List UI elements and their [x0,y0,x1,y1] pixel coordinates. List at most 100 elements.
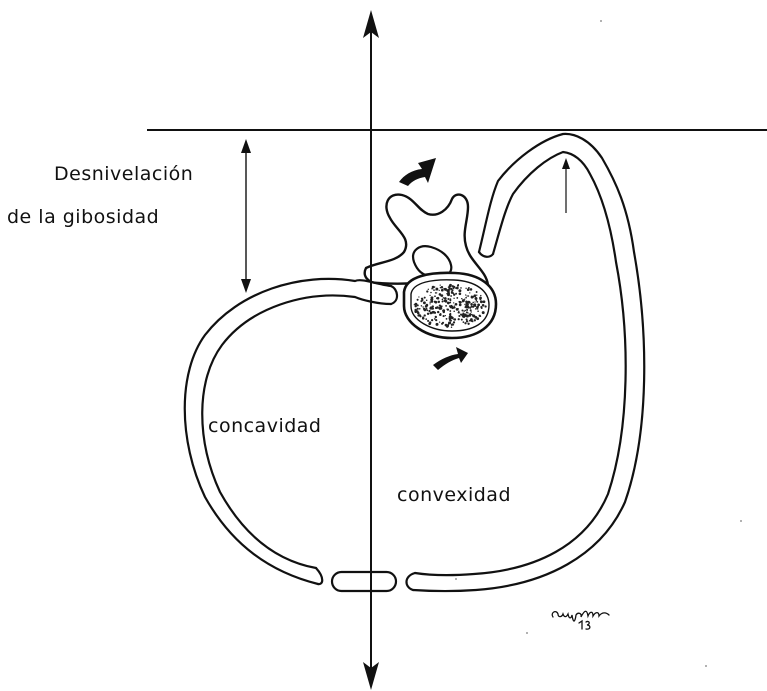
stipple-dot [472,302,474,304]
stipple-dot [464,313,466,315]
stipple-dot [458,289,461,292]
stipple-dot [440,313,442,315]
stipple-dot [453,307,455,309]
stipple-dot [453,294,455,296]
stipple-dot [437,311,439,313]
stipple-dot [461,319,463,321]
label-concavidad: concavidad [208,415,322,437]
stipple-dot [476,291,478,293]
stipple-dot [467,288,470,291]
stipple-dot [453,302,454,303]
stipple-dot [464,304,465,305]
stipple-dot [442,301,444,303]
desnivelacion-top-arrowhead [241,139,251,153]
stipple-dot [423,301,426,304]
stipple-dot [476,306,479,309]
rotation-arrow-upper [399,158,436,186]
stipple-dot [456,287,459,290]
stipple-dot [446,325,448,327]
stipple-dot [414,303,417,306]
stipple-dot [465,297,467,299]
stipple-dot [480,295,481,296]
stipple-dot [449,284,452,287]
stipple-dot [434,286,436,288]
stipple-dot [445,315,446,316]
stipple-dot [435,288,438,291]
stipple-dot [448,321,451,324]
stipple-dot [434,318,436,320]
stipple-dot [439,321,440,322]
stipple-dot [467,312,468,313]
stipple-dot [476,294,477,295]
stipple-dot [449,310,451,312]
stipple-dot [422,306,423,307]
stipple-dot [443,315,445,317]
stipple-dot [465,294,466,295]
stipple-dot [447,298,449,300]
stipple-dot [437,297,440,300]
stipple-dot [435,292,437,294]
stipple-dot [435,316,437,318]
stipple-dot [484,305,486,307]
stipple-dot [446,293,447,294]
stipple-dot [458,315,460,317]
desnivelacion-bottom-arrowhead [241,279,251,293]
stipple-dot [429,321,432,324]
stipple-dot [482,304,485,307]
stipple-dot [426,304,429,307]
stipple-dot [432,300,433,301]
stipple-dot [477,310,479,312]
stipple-dot [469,320,471,322]
stipple-dot [421,305,422,306]
stipple-dot [465,310,466,311]
label-convexidad: convexidad [397,484,511,506]
stipple-dot [435,307,437,309]
stipple-dot [445,300,448,303]
stipple-dot [459,301,461,303]
stipple-dot [456,297,458,299]
sternum [332,572,396,591]
stipple-dot [466,295,467,296]
stipple-dot [436,323,439,326]
stipple-dot [430,312,433,315]
paper-speck [705,665,707,667]
stipple-dot [419,308,421,310]
stipple-dot [425,318,427,320]
stipple-dot [455,293,457,295]
stipple-dot [429,303,430,304]
stipple-dot [426,308,428,310]
stipple-dot [466,320,468,322]
label-de-la-gibosidad: de la gibosidad [7,206,159,228]
stipple-dot [429,295,430,296]
stipple-dot [461,309,463,311]
stipple-dot [453,298,454,299]
stipple-dot [446,318,448,320]
stipple-dot [482,311,485,314]
stipple-dot [453,321,455,323]
stipple-dot [424,314,426,316]
stipple-dot [430,306,431,307]
stipple-dot [434,312,436,314]
stipple-dot [428,289,429,290]
stipple-dot [451,324,453,326]
stipple-dot [478,304,479,305]
stipple-dot [430,292,432,294]
stipple-dot [462,299,465,302]
stipple-dot [460,313,462,315]
label-desnivelacion: Desnivelación [54,163,193,185]
hump-pointer-arrowhead [562,158,570,169]
stipple-dot [417,299,419,301]
stipple-dot [464,322,466,324]
stipple-dot [422,316,424,318]
stipple-dot [420,300,422,302]
stipple-dot [441,286,444,289]
stipple-dot [453,310,455,312]
stipple-dot [440,285,441,286]
stipple-dot [451,291,453,293]
stipple-dot [442,322,444,324]
stipple-dot [435,319,437,321]
stipple-dot [480,315,482,317]
stipple-dot [468,314,471,317]
stipple-dot [474,319,476,321]
